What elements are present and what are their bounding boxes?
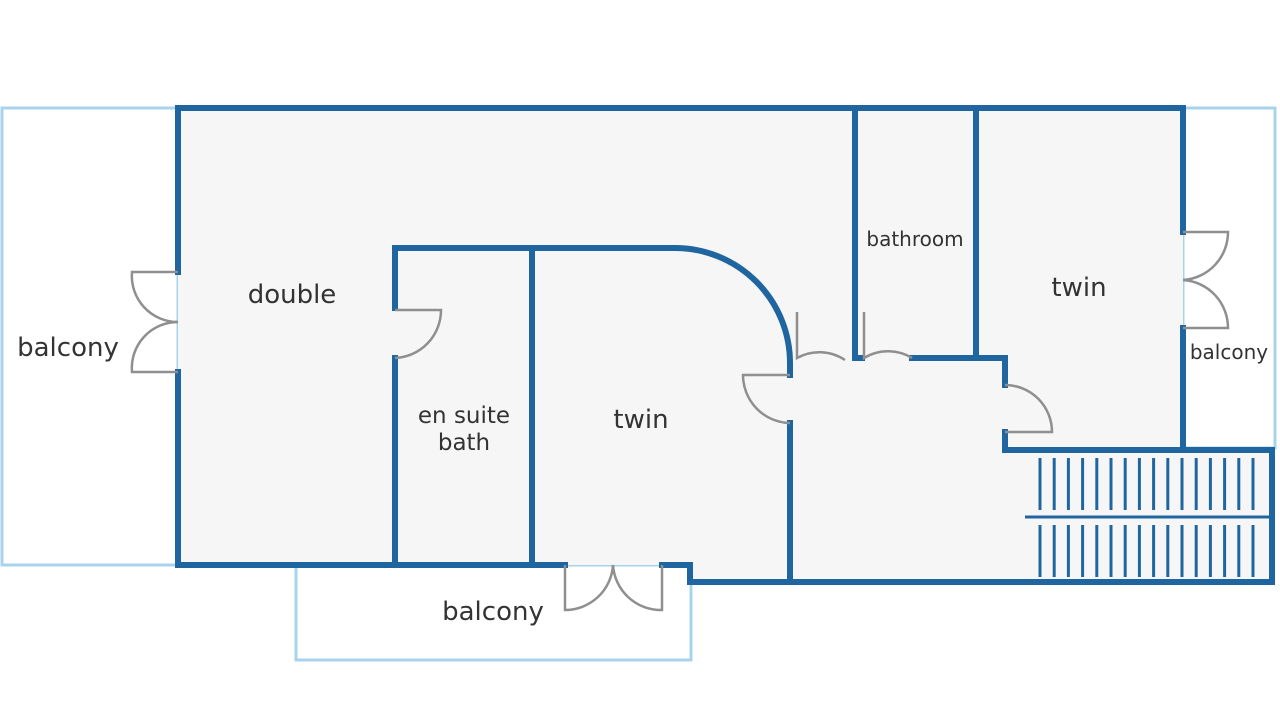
- door-balcony-left[interactable]: [130, 270, 179, 374]
- label-balcony-bottom: balcony: [442, 597, 544, 627]
- label-balcony-left: balcony: [17, 333, 119, 363]
- label-twin-right: twin: [1051, 273, 1106, 303]
- balconies: [0, 106, 1277, 662]
- balcony-left-area: [0, 106, 180, 567]
- stair-treads-lower: [1038, 525, 1255, 577]
- door-ensuite[interactable]: [394, 308, 443, 360]
- label-ensuite-line2: bath: [438, 430, 490, 456]
- label-double: double: [248, 280, 337, 310]
- door-hall[interactable]: [795, 312, 846, 362]
- balcony-bottom-area: [294, 563, 693, 662]
- door-balcony-right[interactable]: [1182, 230, 1230, 330]
- staircase: [1025, 458, 1272, 577]
- stair-treads-upper: [1038, 458, 1255, 510]
- wall-twin-curve: [529, 245, 793, 378]
- walls: [175, 105, 1275, 585]
- label-ensuite-line1: en suite: [418, 403, 510, 429]
- door-balcony-bottom[interactable]: [563, 564, 664, 612]
- balcony-right-area: [1181, 106, 1277, 450]
- doors: [130, 230, 1230, 612]
- wall-bottom-notch: [659, 562, 1275, 585]
- door-twin-right[interactable]: [1004, 383, 1054, 434]
- room-labels: double balcony en suite bath twin bathro…: [17, 227, 1268, 627]
- label-bathroom: bathroom: [866, 227, 963, 251]
- label-balcony-right: balcony: [1190, 340, 1268, 364]
- door-bathroom[interactable]: [862, 312, 913, 361]
- wall-stair-top: [1002, 447, 1275, 585]
- floor-area: [178, 108, 1272, 582]
- label-twin-center: twin: [613, 405, 668, 435]
- door-twin-center[interactable]: [741, 373, 791, 425]
